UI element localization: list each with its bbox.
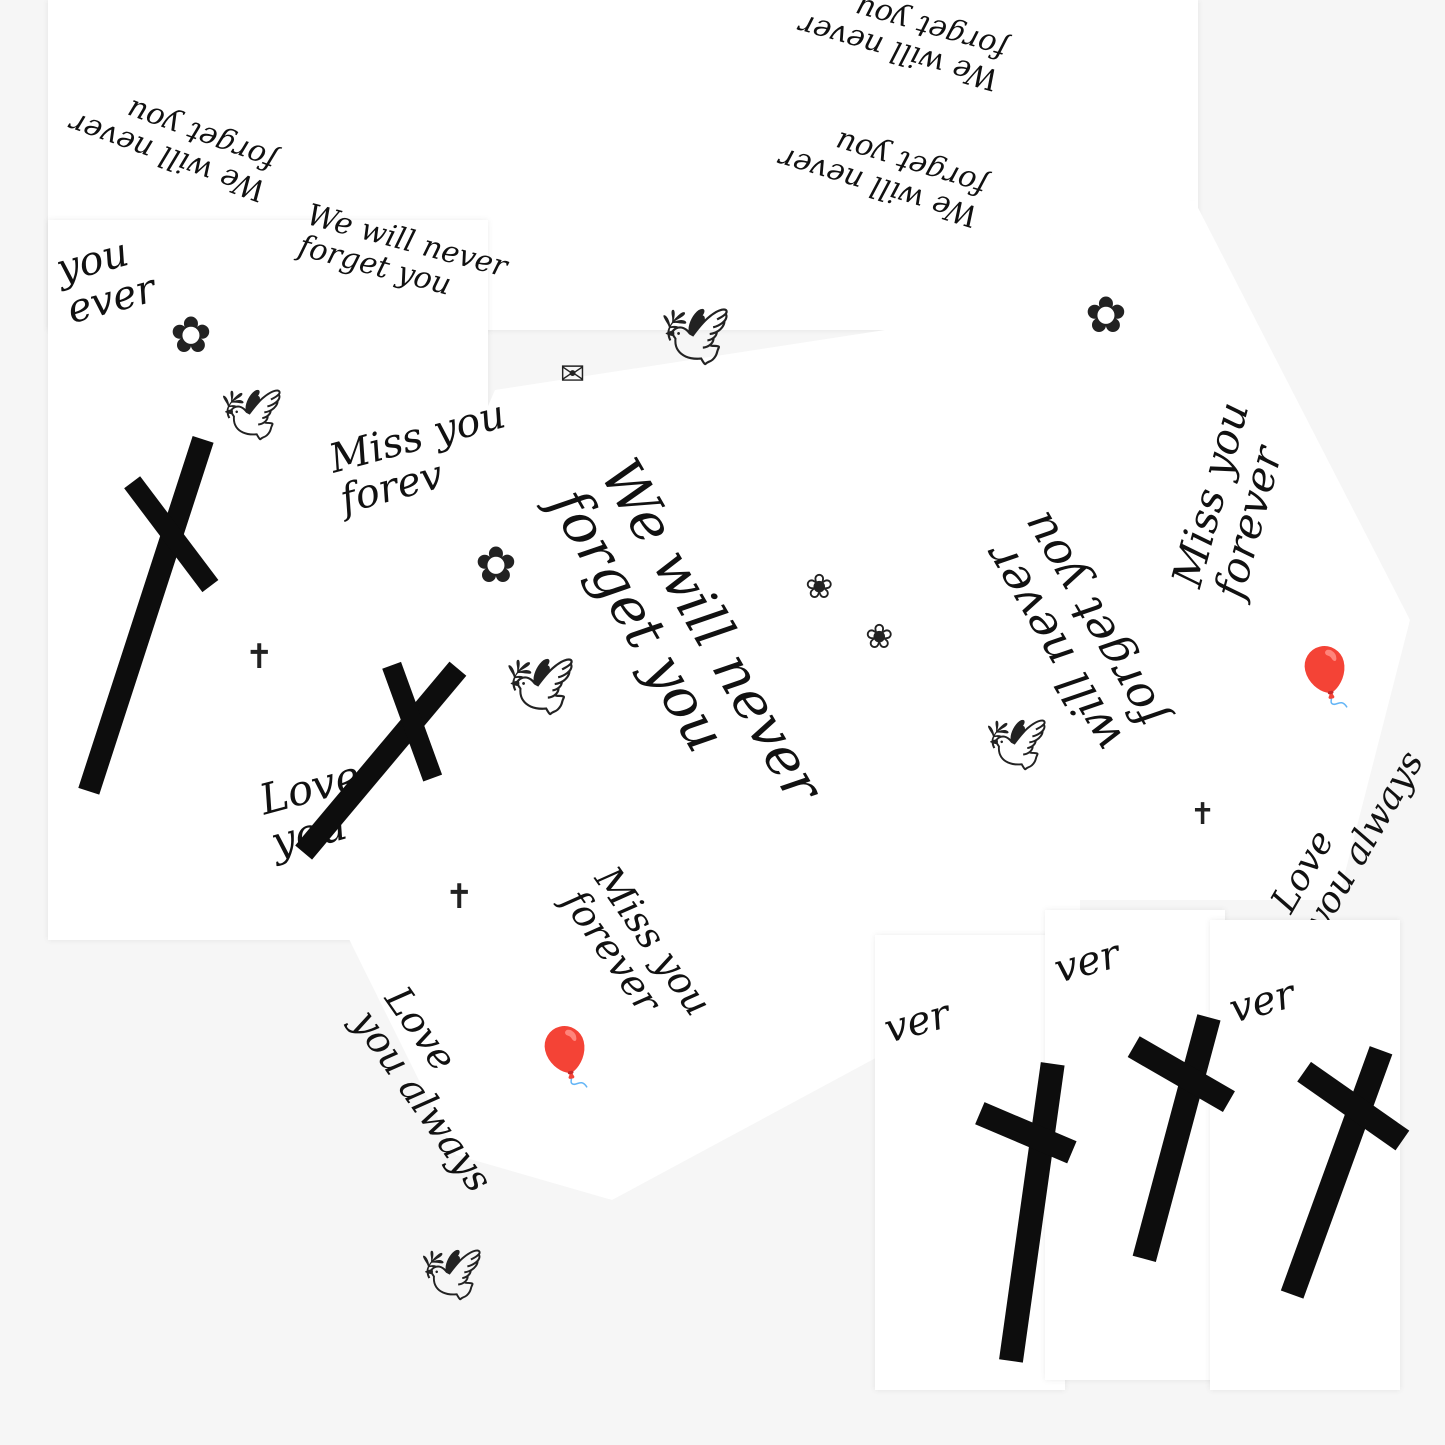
hot-air-balloon-icon: 🎈 xyxy=(1290,645,1360,710)
envelope-icon: ✉ xyxy=(560,357,586,392)
dove-icon: 🕊 xyxy=(660,305,732,370)
dove-icon: 🕊 xyxy=(420,1246,484,1304)
dove-icon: 🕊 xyxy=(505,655,577,720)
flower-icon: ✿ xyxy=(170,306,212,364)
dove-icon: 🕊 xyxy=(985,716,1049,774)
cross-icon: ✝ xyxy=(245,637,274,677)
hot-air-balloon-icon: 🎈 xyxy=(530,1025,600,1090)
napkin xyxy=(1210,920,1400,1390)
cross-icon: ✝ xyxy=(445,877,474,917)
cross-icon: ✝ xyxy=(1190,797,1216,832)
napkin xyxy=(1045,910,1225,1380)
flower-icon: ✿ xyxy=(1085,286,1127,344)
dove-icon: 🕊 xyxy=(220,386,284,444)
flower-icon: ✿ xyxy=(475,536,517,594)
rose-icon: ❀ xyxy=(805,567,834,607)
rose-icon: ❀ xyxy=(865,617,894,657)
